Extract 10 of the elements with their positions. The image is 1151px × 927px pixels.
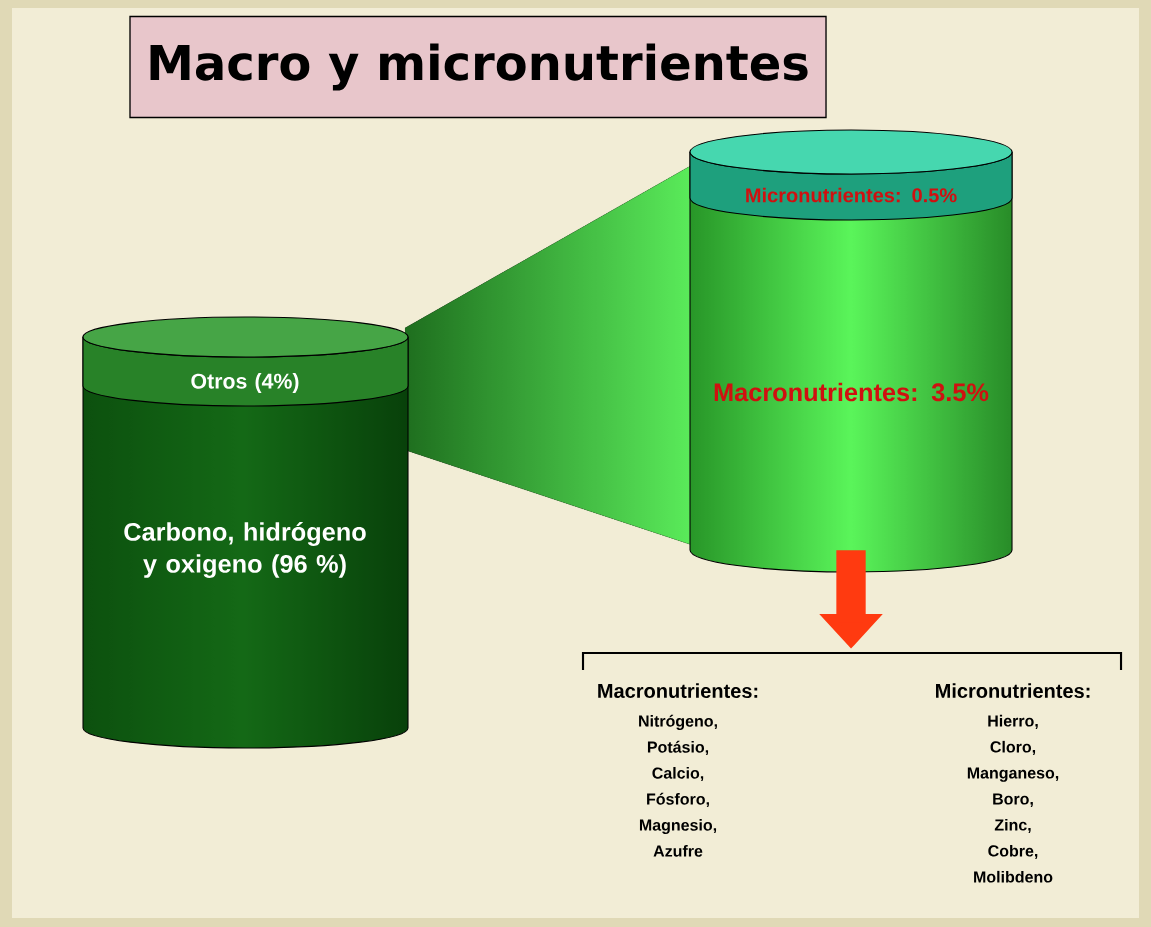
- element-list: Hierro, Cloro, Manganeso, Boro, Zinc, Cobre, Molibdeno: [967, 714, 1059, 883]
- cylinder-label: Macronutrientes: 3.5%: [714, 382, 989, 402]
- cylinder: [689, 129, 1013, 573]
- cylinder: [82, 316, 409, 749]
- title-box: Macro y micronutrientes: [129, 15, 827, 119]
- cylinder-label: Micronutrientes: 0.5%: [746, 187, 957, 203]
- cylinder-label: Carbono, hidrógeno y oxigeno (96 %): [124, 522, 366, 578]
- bracket: [581, 651, 1123, 670]
- cylinder-label: Otros (4%): [191, 373, 299, 393]
- element-list: Nitrógeno, Potásio, Calcio, Fósforo, Magnesio, Azufre: [639, 714, 717, 857]
